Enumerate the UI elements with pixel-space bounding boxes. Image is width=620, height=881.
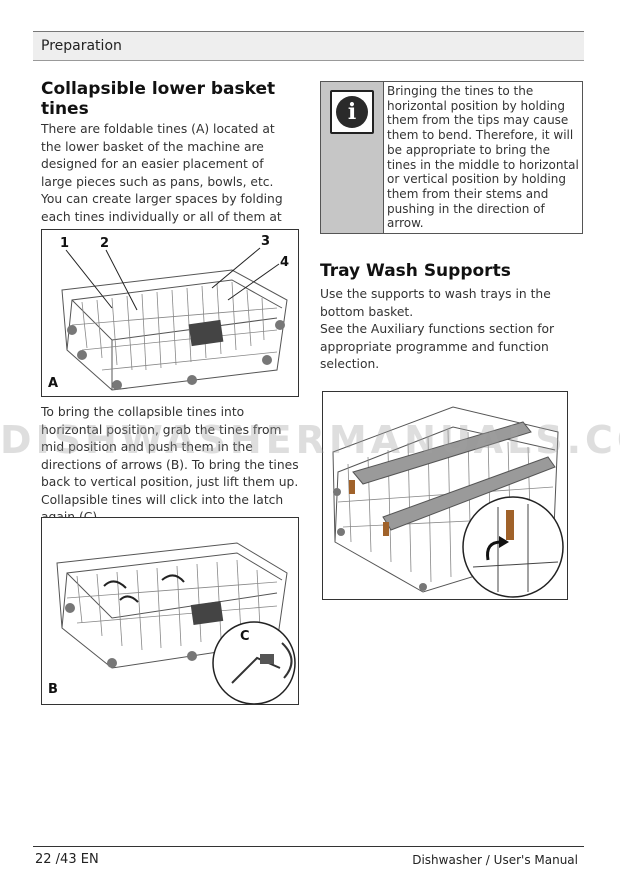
tray-paragraph-1: Use the supports to wash trays in the bo…	[320, 287, 551, 319]
section-title: Preparation	[41, 38, 122, 54]
intro-paragraph: There are foldable tines (A) located at …	[41, 122, 283, 241]
callout-4: 4	[280, 255, 289, 270]
callout-1: 1	[60, 236, 69, 251]
callout-2: 2	[100, 236, 109, 251]
info-icon: i	[330, 90, 374, 134]
heading-tray-wash-supports: Tray Wash Supports	[320, 261, 511, 281]
manual-title: Dishwasher / User's Manual	[412, 853, 578, 867]
info-note-box: i Bringing the tines to the horizontal p…	[320, 81, 583, 234]
page-number: 22 /43 EN	[35, 852, 99, 867]
figure-a-basket: 1 2 3 4 A	[41, 229, 299, 397]
figure-a-label: A	[48, 376, 58, 391]
footer-divider	[33, 846, 584, 847]
info-icon-cell: i	[321, 82, 384, 233]
figure-b-basket: C B	[41, 517, 299, 705]
tray-paragraph-2: See the Auxiliary functions section for …	[320, 322, 555, 371]
callout-3: 3	[261, 234, 270, 249]
figure-b-label: B	[48, 682, 58, 697]
section-header: Preparation	[33, 31, 584, 61]
instructions-paragraph: To bring the collapsible tines into hori…	[41, 405, 299, 524]
info-note-text: Bringing the tines to the horizontal pos…	[387, 84, 579, 231]
heading-collapsible-tines: Collapsible lower basket tines	[41, 79, 276, 119]
detail-c-label: C	[240, 629, 250, 644]
figure-tray-supports	[322, 391, 568, 600]
